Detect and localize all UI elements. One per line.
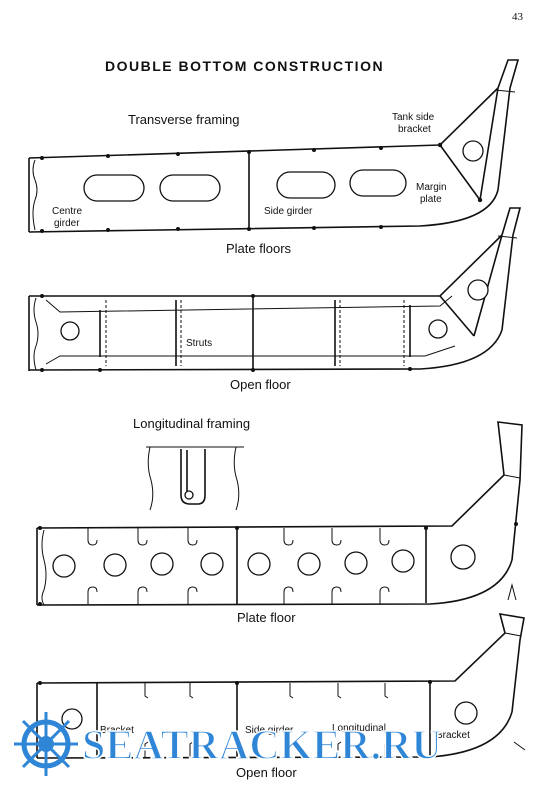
tank-side-bracket-label: bracket	[398, 124, 431, 135]
figure-open-floor-longitudinal: Bracket Side girder Longitudinal Bracket	[36, 613, 526, 759]
shell-frame	[494, 89, 516, 93]
bracket-lightening-hole	[467, 279, 489, 301]
bracket-lightening-hole	[428, 319, 448, 339]
page-title: DOUBLE BOTTOM CONSTRUCTION	[105, 58, 384, 74]
side-girder-label: Side girder	[245, 725, 294, 736]
figure-caption: Plate floor	[237, 610, 296, 625]
inner-bottom-plate	[28, 87, 499, 159]
bracket-lightening-hole	[60, 321, 80, 341]
figure-caption: Open floor	[236, 765, 297, 780]
break-line	[41, 529, 47, 606]
lightening-hole	[200, 552, 224, 576]
longitudinal-label: Longitudinal	[332, 723, 386, 734]
bracket-label: Bracket	[100, 725, 134, 736]
watermark: SEATRACKER.RU	[14, 712, 443, 776]
bracket-label: Bracket	[436, 730, 470, 741]
side-shell	[497, 421, 523, 561]
inner-bottom-plate	[36, 632, 506, 684]
lightening-hole	[344, 551, 368, 575]
figure-caption: Open floor	[230, 377, 291, 392]
bracket-lightening-hole	[454, 701, 478, 725]
lightening-hole	[349, 169, 407, 197]
ship-wheel-icon	[14, 712, 78, 776]
section-longitudinal-heading: Longitudinal framing	[133, 416, 250, 431]
longitudinal-stiffeners	[144, 683, 389, 757]
longitudinal-section-detail	[146, 446, 244, 511]
bracket-lightening-hole	[462, 140, 484, 162]
lightening-hole	[391, 549, 415, 573]
page-number: 43	[512, 11, 524, 23]
margin-plate-label: plate	[420, 194, 442, 205]
figure-plate-floors: Tank side bracket Margin plate Centre gi…	[28, 59, 520, 256]
side-shell	[498, 613, 525, 713]
inner-bottom-plate	[36, 474, 505, 529]
section-transverse-heading: Transverse framing	[128, 112, 240, 127]
outer-shell	[28, 329, 503, 371]
bilge-keel	[507, 583, 517, 601]
bottom-frame	[45, 345, 456, 365]
figure-open-floor: Struts Open floor	[28, 207, 522, 392]
figure-caption: Plate floors	[226, 241, 292, 256]
break-line	[33, 297, 39, 371]
tank-side-bracket-edge	[439, 144, 481, 201]
outer-shell	[36, 559, 513, 606]
rivets	[38, 522, 518, 606]
margin-plate-edge	[473, 234, 503, 337]
side-shell	[497, 59, 520, 191]
bilge-keel	[513, 741, 526, 751]
lightening-hole	[276, 171, 336, 199]
lightening-hole	[52, 554, 76, 578]
figure-plate-floor-longitudinal: Plate floor	[36, 421, 523, 625]
tank-side-bracket-edge	[439, 295, 475, 337]
outer-shell	[36, 711, 513, 759]
margin-plate-edge	[479, 87, 499, 201]
rivets	[40, 294, 412, 372]
rivets	[38, 680, 432, 685]
watermark-text: SEATRACKER.RU	[82, 723, 442, 769]
outer-shell	[28, 189, 499, 233]
lightening-hole	[83, 174, 145, 202]
centre-girder-label: Centre	[52, 206, 82, 217]
lightening-hole	[103, 553, 127, 577]
longitudinal-notches	[87, 528, 390, 604]
struts-label: Struts	[186, 338, 212, 349]
side-girder-label: Side girder	[264, 206, 313, 217]
centre-girder-label: girder	[54, 218, 80, 229]
reverse-frame	[45, 295, 453, 313]
lightening-hole	[297, 552, 321, 576]
lightening-hole	[150, 552, 174, 576]
lightening-hole	[159, 174, 221, 202]
rivets	[40, 142, 483, 233]
margin-plate-label: Margin	[416, 182, 447, 193]
lightening-hole	[450, 544, 476, 570]
side-shell	[501, 207, 522, 331]
break-line	[32, 159, 38, 231]
tank-side-bracket-label: Tank side	[392, 112, 435, 123]
lightening-hole	[247, 552, 271, 576]
